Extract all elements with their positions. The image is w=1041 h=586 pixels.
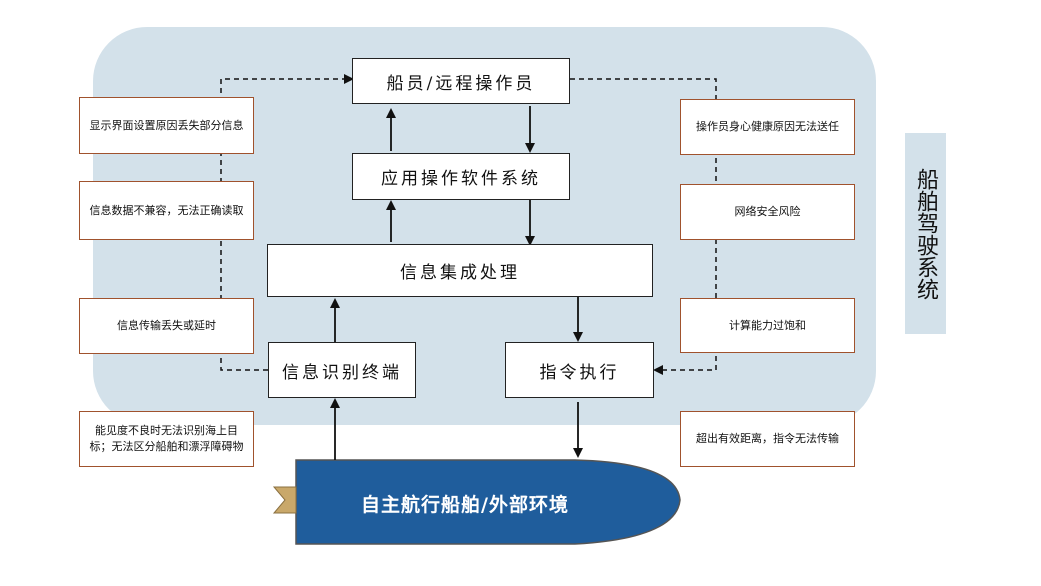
risk-operator-health: 操作员身心健康原因无法送任 [680, 99, 855, 155]
risk-data-incompatible: 信息数据不兼容，无法正确读取 [79, 181, 254, 240]
risk-transmission-loss: 信息传输丢失或延时 [79, 298, 254, 354]
risk-cyber: 网络安全风险 [680, 184, 855, 240]
risk-visibility: 能见度不良时无法识别海上目标；无法区分船舶和漂浮障碍物 [79, 411, 254, 467]
software-box: 应用操作软件系统 [352, 153, 570, 200]
risk-out-of-range: 超出有效距离，指令无法传输 [680, 411, 855, 467]
command-box: 指令执行 [505, 342, 654, 398]
ship-stern [272, 486, 297, 514]
operator-box: 船员/远程操作员 [352, 58, 570, 104]
risk-overload: 计算能力过饱和 [680, 298, 855, 353]
side-label: 船舶驾驶系统 [905, 133, 946, 334]
risk-display-loss: 显示界面设置原因丢失部分信息 [79, 97, 254, 154]
ship-label: 自主航行船舶/外部环境 [361, 493, 569, 516]
terminal-box: 信息识别终端 [268, 342, 416, 398]
integration-box: 信息集成处理 [267, 244, 653, 297]
ship-hull [295, 459, 681, 545]
